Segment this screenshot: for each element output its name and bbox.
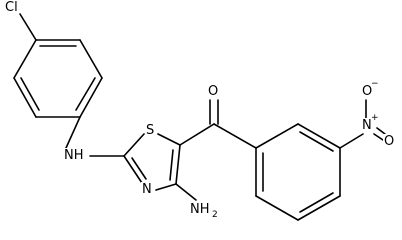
bond xyxy=(157,133,181,146)
bond xyxy=(20,77,40,111)
bond xyxy=(299,192,334,213)
bond xyxy=(13,77,37,118)
bond xyxy=(123,155,143,184)
amino-label: NH xyxy=(189,202,211,217)
bond xyxy=(255,123,299,149)
nitro-oxygen-double-label: O xyxy=(383,134,396,149)
chlorine-label: Cl xyxy=(4,0,19,15)
bond xyxy=(376,127,386,135)
bond xyxy=(19,13,37,41)
bond xyxy=(155,183,177,191)
amino-subscript: 2 xyxy=(212,210,218,220)
bond xyxy=(13,39,37,79)
nitro-oxygen-charge: − xyxy=(371,79,379,89)
bond xyxy=(175,183,197,201)
bond xyxy=(123,133,145,157)
bond xyxy=(65,116,81,149)
sulfur-label: S xyxy=(145,123,156,138)
bond-lines xyxy=(13,13,386,221)
bond xyxy=(131,157,147,180)
bond xyxy=(255,195,299,221)
bond xyxy=(373,133,384,141)
bond xyxy=(79,39,103,79)
bond xyxy=(297,195,341,221)
nitro-oxygen-label: O xyxy=(361,84,374,99)
bond xyxy=(213,123,257,149)
bond xyxy=(75,77,96,111)
nitro-nitrogen-charge: + xyxy=(371,113,379,123)
ring-nitrogen-label: N xyxy=(141,182,153,197)
bond xyxy=(297,123,341,149)
bond xyxy=(169,149,174,181)
ketone-oxygen-label: O xyxy=(207,84,220,99)
nitro-nitrogen-label: N xyxy=(361,118,373,133)
bond xyxy=(299,131,334,152)
bond xyxy=(339,133,364,149)
bond xyxy=(175,144,181,185)
bond xyxy=(79,77,103,118)
amine-link-label: NH xyxy=(63,148,85,163)
bond xyxy=(179,123,215,146)
